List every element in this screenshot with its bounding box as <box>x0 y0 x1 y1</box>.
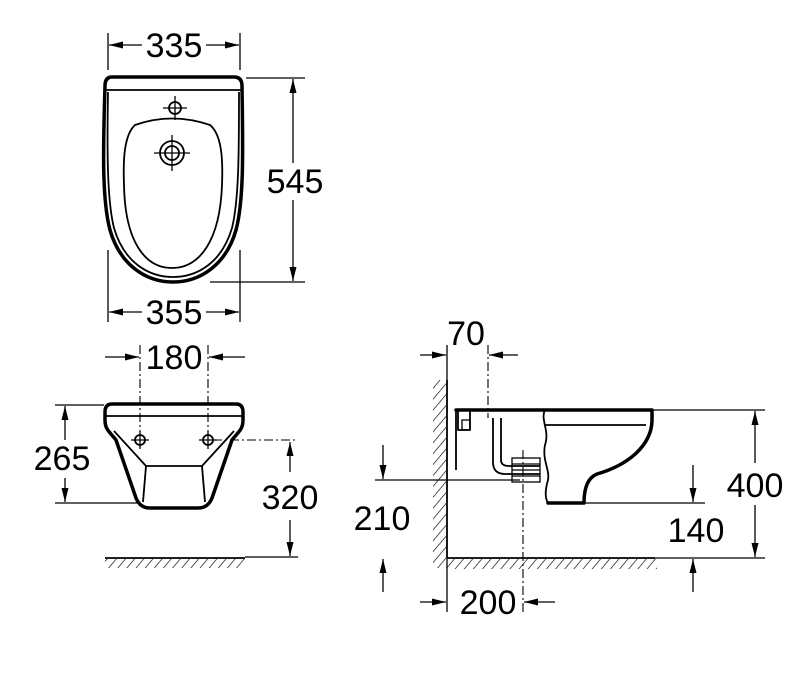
front-floor-hatch <box>105 559 245 568</box>
fixing-hole-left <box>131 431 149 449</box>
dimension-label-400: 400 <box>727 467 784 505</box>
dimension-holes-spacing: 180 <box>105 339 245 377</box>
side-bowl-curve <box>542 409 550 504</box>
tap-hole-symbol <box>163 96 187 120</box>
dimension-label-265: 265 <box>34 440 91 478</box>
wall-hatch <box>433 380 446 568</box>
side-view: 70 400 140 210 200 <box>354 315 784 622</box>
plan-outer-inner-edge <box>106 91 240 278</box>
dimension-label-200: 200 <box>460 584 517 622</box>
dimension-label-210: 210 <box>354 500 411 538</box>
wall-bracket <box>457 409 471 431</box>
dimension-outlet-height: 210 <box>354 445 411 592</box>
dimension-label-545: 545 <box>267 163 324 201</box>
dimension-body-height: 265 <box>34 404 140 504</box>
plan-bowl-outline <box>122 117 224 269</box>
drain-pipe <box>492 418 541 483</box>
plan-view: 335 545 355 <box>101 27 324 332</box>
dimension-outlet-distance: 200 <box>420 584 555 622</box>
front-outer-outline <box>103 402 245 510</box>
dimension-wall-gap: 70 <box>420 315 518 359</box>
drain-hole-symbol <box>154 135 190 171</box>
dimension-rim-height: 400 <box>727 411 784 557</box>
side-floor-hatch <box>447 559 657 569</box>
dimension-label-70: 70 <box>447 315 485 353</box>
front-view: 180 265 320 <box>34 339 319 568</box>
dimension-label-355: 355 <box>146 294 203 332</box>
dimension-holes-height: 320 <box>262 442 319 556</box>
side-bidet-outline <box>454 408 654 505</box>
dimension-label-180: 180 <box>146 339 203 377</box>
dimension-label-320: 320 <box>262 479 319 517</box>
dimension-foot-height: 140 <box>668 465 725 592</box>
dimension-label-140: 140 <box>668 512 725 550</box>
plan-outer-outline <box>101 75 245 284</box>
dimension-label-335: 335 <box>146 27 203 65</box>
dimension-bottom-width: 355 <box>107 250 241 332</box>
front-facet-lines <box>113 430 235 503</box>
dimension-top-width: 335 <box>107 27 241 70</box>
dimension-length: 545 <box>210 77 324 283</box>
